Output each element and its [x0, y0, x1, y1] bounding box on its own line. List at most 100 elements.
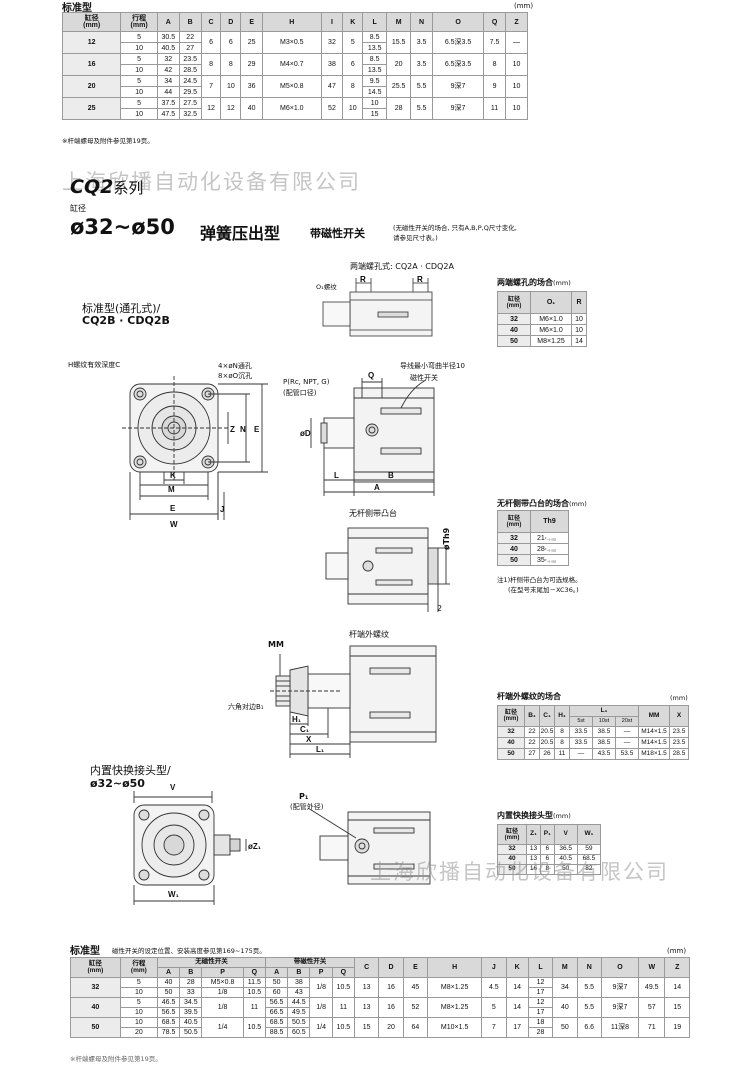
cell: 47	[320, 75, 344, 98]
bore-cell: 32	[497, 844, 527, 855]
quick-fitting-unit: (mm)	[553, 812, 571, 820]
top-spec-table: 缸径(mm) 行程(mm) A B C D E H I K L M N O Q …	[61, 12, 529, 120]
cell: 12	[527, 997, 554, 1008]
th-a: A	[156, 12, 180, 32]
standard-model-line1: 标准型(通孔式)/	[82, 302, 161, 315]
cell: 28	[527, 1027, 554, 1038]
cell: 14	[571, 335, 587, 347]
cell: 10	[362, 97, 388, 109]
cell: 10	[119, 1017, 158, 1028]
cell: 8	[554, 726, 570, 738]
bore-cell: 50	[497, 554, 531, 566]
cell: 27.5	[178, 97, 202, 109]
cell: 5	[120, 31, 158, 43]
th-b: B	[178, 12, 202, 32]
cell: 47.5	[156, 108, 180, 120]
cell: 10	[120, 86, 158, 98]
cell: 5	[481, 997, 507, 1018]
cell: 35⁰₋₀.₀₆₂	[530, 554, 569, 566]
cell: 15	[664, 997, 690, 1018]
cell: 39.5	[179, 1007, 203, 1018]
cell: 28	[179, 977, 203, 988]
cell: 88.5	[264, 1027, 289, 1038]
cell: 9深7	[432, 97, 485, 120]
cell: 19	[664, 1017, 690, 1038]
cell: 7	[481, 1017, 507, 1038]
front-view-drawing: K M E W J Z N E	[122, 376, 268, 529]
cell: 10	[120, 64, 158, 76]
cell: 52	[402, 997, 429, 1018]
th-l1-5st: 5st	[569, 716, 593, 727]
cell: 11深8	[600, 1017, 640, 1038]
cell: 5.5	[576, 997, 602, 1018]
both-ends-drawing: R R	[322, 275, 433, 337]
cell: M5×0.8	[201, 977, 244, 988]
cell: 5	[119, 977, 158, 988]
th-m: M	[552, 957, 578, 978]
bore-cell: 50	[497, 748, 525, 760]
cell: M6×1.0	[530, 313, 572, 325]
dim-e-horizontal: E	[170, 504, 176, 513]
table-row: 10 47.5 32.5 15	[63, 108, 528, 120]
cell: 9.5	[362, 75, 388, 87]
table-row: 25 5 37.5 27.5 12 12 40 M6×1.0 52 10 10 …	[61, 97, 529, 120]
series-title: CQ2系列	[70, 176, 143, 198]
cell: 10.5	[331, 1017, 355, 1038]
th-o: O	[432, 12, 485, 32]
cell: 1/4	[309, 1017, 333, 1038]
cell: 57	[637, 997, 666, 1018]
cell: 8	[554, 737, 570, 749]
th-nb: B	[179, 967, 203, 978]
cell: 15	[353, 1017, 380, 1038]
watermark: 上海欣播自动化设备有限公司	[62, 170, 361, 194]
cell: 17	[527, 1007, 554, 1018]
cell: 36	[240, 75, 264, 98]
bottom-table-unit: (mm)	[667, 947, 687, 955]
cell: 42	[156, 64, 180, 76]
rod-thread-title: 杆端外螺纹	[349, 630, 389, 639]
cell: 10.5	[242, 1017, 266, 1038]
cell: 5.5	[410, 75, 434, 98]
cell: 29	[240, 53, 264, 76]
th-wa: A	[264, 967, 289, 978]
cell: 3.5	[410, 53, 434, 76]
quick-fitting-side-drawing	[307, 807, 431, 885]
bottom-table-title: 标准型	[70, 946, 100, 957]
cell: 20	[386, 53, 412, 76]
th-h1: H₁	[554, 705, 570, 727]
cell: 60.5	[287, 1027, 311, 1038]
th-bore: 缸径(mm)	[497, 705, 525, 727]
cell: 8.5	[362, 31, 388, 43]
th-group-switch: 带磁性开关	[264, 957, 355, 968]
cell: 12	[527, 977, 554, 988]
cell: 43.5	[592, 748, 616, 760]
cell: 10	[120, 108, 158, 120]
p-port-label: P(Rc, NPT, G)	[283, 378, 330, 386]
cell: M14×1.5	[638, 737, 670, 749]
cell: 1/8	[309, 997, 333, 1018]
cell: 14	[664, 977, 690, 998]
cell: 6.5深3.5	[432, 53, 485, 76]
quick-fitting-title-1: 内置快换接头型/	[90, 764, 171, 777]
quick-fitting-front-drawing: V W₁ øZ₁	[133, 783, 262, 905]
cell: —	[615, 737, 639, 749]
cell: 1/8	[201, 987, 244, 998]
cell: 10	[342, 97, 364, 120]
top-table-unit: (mm)	[514, 2, 534, 10]
cell: 10	[571, 324, 587, 336]
switch-label: 带磁性开关	[310, 227, 365, 240]
cell: 16	[378, 977, 404, 998]
th-r: R	[571, 291, 587, 314]
o1-thread-label: O₁螺纹	[316, 283, 337, 291]
cell: 6.5深3.5	[432, 31, 485, 54]
cell: 30.5	[156, 31, 180, 43]
bore-cell: 25	[61, 97, 122, 120]
dim-n: N	[240, 425, 246, 434]
th-l1-10st: 10st	[592, 716, 616, 727]
bore-cell: 50	[497, 335, 531, 347]
both-ends-title: 两端螺孔式: CQ2A · CDQ2A	[350, 262, 454, 271]
th-th9: Th9	[530, 510, 569, 533]
